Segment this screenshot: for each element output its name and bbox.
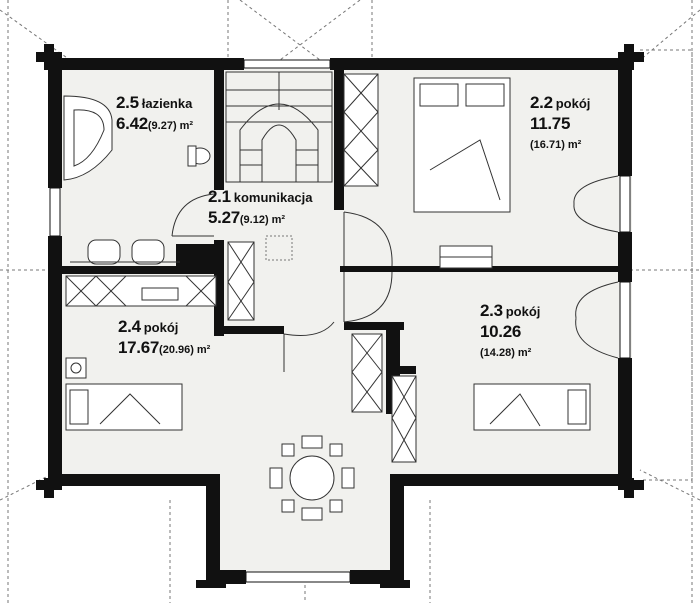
exterior-walls bbox=[36, 44, 644, 588]
area-unit: m² bbox=[179, 120, 194, 132]
dining-table bbox=[269, 435, 355, 521]
area-unit: m² bbox=[567, 139, 582, 151]
area-unit: m² bbox=[196, 344, 211, 356]
interior-walls bbox=[62, 70, 622, 414]
room-number: 2.1 bbox=[208, 187, 231, 206]
area-unit: m² bbox=[517, 347, 532, 359]
staircase bbox=[225, 71, 333, 183]
room-area-total: (9.12) bbox=[239, 214, 269, 226]
room-area-total: (20.96) bbox=[159, 344, 194, 356]
room-area: 17.67 bbox=[118, 338, 160, 357]
room-number: 2.2 bbox=[530, 93, 553, 112]
doors bbox=[171, 175, 619, 372]
room-area: 6.42 bbox=[116, 114, 148, 133]
area-unit: m² bbox=[271, 214, 286, 226]
room-number: 2.3 bbox=[480, 301, 503, 320]
room-name: pokój bbox=[143, 320, 179, 335]
room-number: 2.4 bbox=[118, 317, 141, 336]
room-area-total: (14.28) bbox=[480, 347, 515, 359]
windows bbox=[49, 59, 631, 583]
bathroom-fixtures bbox=[63, 95, 211, 265]
room-name: komunikacja bbox=[233, 190, 313, 205]
room-number: 2.5 bbox=[116, 93, 139, 112]
room-name: pokój bbox=[505, 304, 541, 319]
room-area-total: (16.71) bbox=[530, 139, 565, 151]
room-area: 10.26 bbox=[480, 322, 522, 341]
room-area-total: (9.27) bbox=[147, 120, 177, 132]
wardrobes bbox=[65, 73, 417, 463]
room-name: pokój bbox=[555, 96, 591, 111]
room-name: łazienka bbox=[141, 96, 193, 111]
beds bbox=[65, 77, 591, 431]
room-area: 5.27 bbox=[208, 208, 240, 227]
room-area: 11.75 bbox=[530, 114, 571, 133]
attic-hatch bbox=[265, 235, 293, 261]
